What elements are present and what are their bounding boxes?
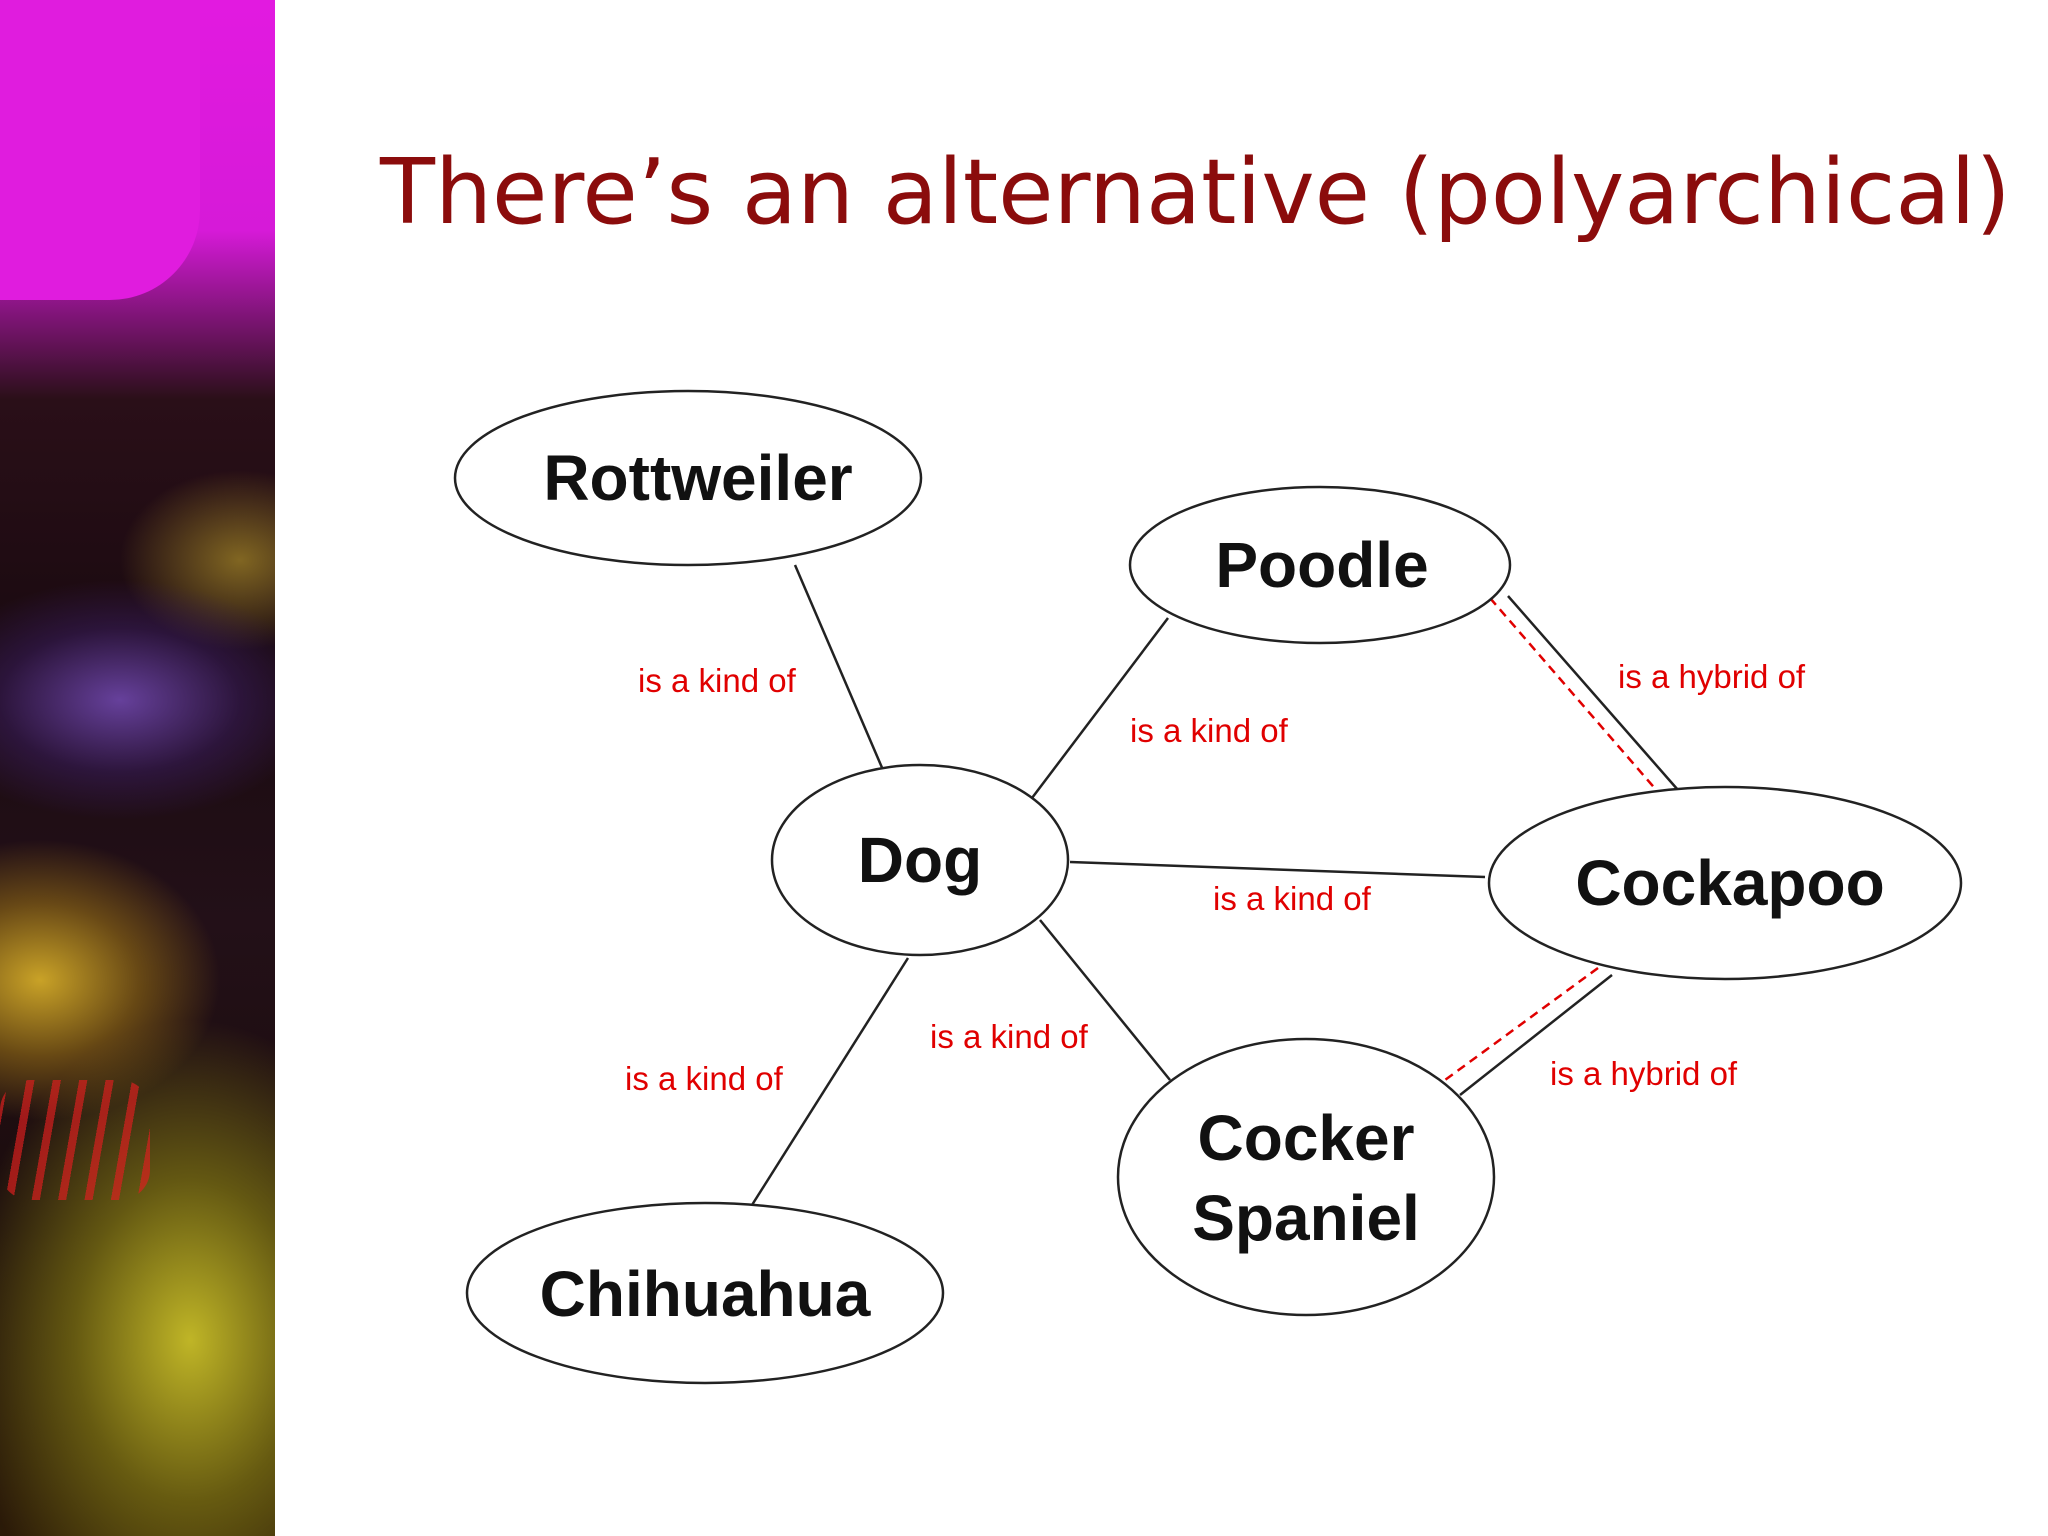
node-cocker-spaniel-label-line1: Cocker bbox=[1198, 1102, 1415, 1174]
node-rottweiler-label: Rottweiler bbox=[543, 442, 852, 514]
edge-chihuahua-dog bbox=[750, 957, 910, 1206]
node-rottweiler: Rottweiler bbox=[453, 389, 923, 567]
edge-rottweiler-dog bbox=[793, 564, 885, 771]
edge-cockapoo-dog bbox=[1069, 860, 1486, 879]
edge-label-chihuahua-dog: is a kind of bbox=[625, 1060, 784, 1097]
node-dog-shape bbox=[770, 763, 1070, 957]
node-dog-label: Dog bbox=[858, 824, 982, 896]
edge-label-cockapoo-cocker: is a hybrid of bbox=[1550, 1055, 1738, 1092]
edge-cockapoo-cocker-dashed bbox=[1444, 966, 1599, 1082]
node-cockapoo-shape bbox=[1487, 785, 1963, 981]
node-poodle-shape bbox=[1128, 485, 1512, 645]
slide-title: There’s an alternative (polyarchical) bbox=[380, 140, 2011, 245]
edge-cocker-dog bbox=[1039, 919, 1171, 1081]
node-cocker-spaniel-label-line2: Spaniel bbox=[1192, 1182, 1420, 1254]
edge-cockapoo-cocker-solid bbox=[1459, 974, 1613, 1096]
edge-label-rottweiler-dog: is a kind of bbox=[638, 662, 797, 699]
edge-cockapoo-poodle-dashed bbox=[1489, 597, 1659, 793]
edge-poodle-dog bbox=[1031, 617, 1169, 799]
node-chihuahua: Chihuahua bbox=[465, 1201, 945, 1385]
node-cocker-spaniel: Cocker Spaniel bbox=[1116, 1037, 1496, 1317]
node-dog: Dog bbox=[770, 763, 1070, 957]
magenta-light-shape bbox=[0, 0, 200, 300]
node-chihuahua-label: Chihuahua bbox=[540, 1258, 871, 1330]
node-poodle: Poodle bbox=[1128, 485, 1512, 645]
edge-cockapoo-poodle-solid bbox=[1507, 595, 1679, 791]
node-cockapoo-label: Cockapoo bbox=[1575, 847, 1884, 919]
edge-label-cockapoo-poodle: is a hybrid of bbox=[1618, 658, 1806, 695]
node-chihuahua-shape bbox=[465, 1201, 945, 1385]
node-rottweiler-shape bbox=[453, 389, 923, 567]
node-cocker-spaniel-shape bbox=[1116, 1037, 1496, 1317]
decorative-side-panel bbox=[0, 0, 275, 1536]
node-cockapoo: Cockapoo bbox=[1487, 785, 1963, 981]
node-poodle-label: Poodle bbox=[1215, 529, 1428, 601]
edge-label-poodle-dog: is a kind of bbox=[1130, 712, 1289, 749]
edge-label-cockapoo-dog: is a kind of bbox=[1213, 880, 1372, 917]
edge-label-cocker-dog: is a kind of bbox=[930, 1018, 1089, 1055]
red-coil-shape bbox=[0, 1080, 150, 1200]
